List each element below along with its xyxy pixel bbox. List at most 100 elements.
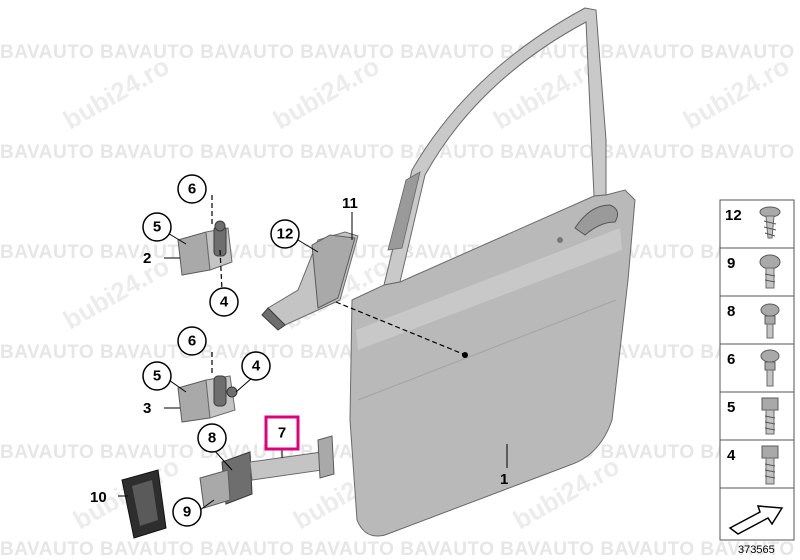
fastener-legend: 12 9 8 6 5 4 (719, 199, 795, 541)
callout-9[interactable]: 9 (172, 497, 202, 527)
bolt-4-icon (761, 445, 779, 485)
watermark-row: BAVAUTO BAVAUTO BAVAUTO BAVAUTO BAVAUTO … (0, 142, 795, 163)
leader-4a (219, 249, 223, 291)
legend-cell (719, 247, 795, 297)
door-seal-part (261, 231, 359, 331)
door-check-part (199, 435, 335, 509)
callout-4a[interactable]: 4 (209, 287, 239, 317)
seal-face (311, 234, 356, 309)
callout-circle (142, 361, 172, 391)
bolt-thread (764, 415, 776, 431)
callout-label: 8 (208, 430, 216, 447)
bolt-5-icon (761, 397, 779, 435)
legend-label[interactable]: 9 (727, 255, 735, 272)
callout-5a[interactable]: 5 (142, 212, 172, 242)
bolt-head (761, 397, 779, 411)
bolt-shank (766, 323, 774, 339)
legend-cell (719, 199, 795, 249)
leader-lines (118, 195, 508, 511)
legend-cell (719, 295, 795, 345)
callout-label: 7 (278, 425, 286, 442)
watermark-site: bubi24.ro (58, 251, 174, 335)
legend-label[interactable]: 6 (727, 351, 735, 368)
door-panel (349, 189, 636, 537)
leader-9 (199, 499, 215, 511)
door-reference-point (462, 352, 468, 358)
leader-12 (297, 239, 319, 253)
watermark-site: bubi24.ro (58, 51, 174, 135)
upper-hinge-part (177, 220, 233, 276)
highlight-box (264, 415, 300, 451)
bolt-head (761, 445, 779, 459)
lower-hinge-pin (213, 375, 227, 407)
seal-end (261, 307, 286, 331)
callout-label: 5 (153, 219, 161, 236)
diagram-number: 373565 (738, 544, 775, 556)
door-panel-crease (357, 299, 617, 401)
callout-6b[interactable]: 6 (177, 326, 207, 356)
callout-label: 12 (277, 226, 294, 243)
legend-cell (719, 391, 795, 441)
bracket-inner (132, 480, 158, 526)
bolt-flange (764, 361, 776, 371)
lower-hinge-plate (177, 379, 211, 423)
callout-circle (172, 497, 202, 527)
callout-circle (209, 287, 239, 317)
callout-label: 4 (220, 294, 229, 311)
callout-1[interactable]: 1 (500, 471, 508, 488)
bolt-8-icon (760, 303, 780, 339)
door-handle (574, 204, 619, 236)
screw-head (759, 254, 781, 270)
callout-label: 6 (188, 181, 196, 198)
callout-4b[interactable]: 4 (241, 351, 271, 381)
watermark-row: BAVAUTO BAVAUTO BAVAUTO BAVAUTO BAVAUTO … (0, 539, 795, 560)
callout-label: 9 (183, 504, 191, 521)
bolt-head (760, 303, 780, 317)
upper-hinge-plate (177, 231, 211, 276)
callout-2[interactable]: 2 (143, 250, 151, 267)
callout-7-highlighted[interactable]: 7 (264, 415, 300, 451)
legend-label[interactable]: 12 (725, 207, 742, 224)
screw-shank (765, 267, 775, 289)
bolt-thread (764, 463, 776, 479)
screw-thread (763, 220, 777, 237)
callout-11[interactable]: 11 (342, 195, 358, 212)
legend-cell (719, 439, 795, 489)
bolt-flange (764, 315, 776, 325)
callout-circle (177, 174, 207, 204)
callout-3[interactable]: 3 (143, 400, 151, 417)
door-check-bracket (199, 469, 231, 509)
upper-hinge-bolt (214, 220, 226, 232)
screw-12-icon (759, 206, 781, 239)
leader-seal-to-door (335, 301, 464, 355)
callout-circle (270, 219, 300, 249)
callout-circle (197, 423, 227, 453)
door-panel-highlight (356, 228, 622, 350)
legend-label[interactable]: 8 (727, 303, 735, 320)
legend-label[interactable]: 4 (727, 447, 736, 464)
door-lock-hole (557, 237, 563, 243)
watermark-site: bubi24.ro (268, 51, 384, 135)
callout-circle (241, 351, 271, 381)
bolt-6-icon (760, 349, 780, 387)
legend-label[interactable]: 5 (727, 399, 735, 416)
callout-6a[interactable]: 6 (177, 174, 207, 204)
arrow-icon (728, 505, 784, 535)
watermark-row: BAVAUTO BAVAUTO BAVAUTO BAVAUTO BAVAUTO … (0, 42, 795, 63)
door-shell (349, 7, 636, 537)
callout-8[interactable]: 8 (197, 423, 227, 453)
callout-12[interactable]: 12 (270, 219, 300, 249)
screw-thread (764, 273, 776, 283)
bracket-part (121, 469, 167, 539)
leader-8 (213, 449, 233, 471)
callout-10[interactable]: 10 (90, 489, 107, 506)
callout-5b[interactable]: 5 (142, 361, 172, 391)
screw-9-icon (759, 254, 781, 289)
watermark-site: bubi24.ro (678, 51, 794, 135)
bolt-shank (766, 369, 774, 387)
lower-hinge-part (177, 375, 238, 423)
callout-label: 4 (252, 358, 261, 375)
callout-circle (142, 212, 172, 242)
callout-label: 6 (188, 333, 196, 350)
